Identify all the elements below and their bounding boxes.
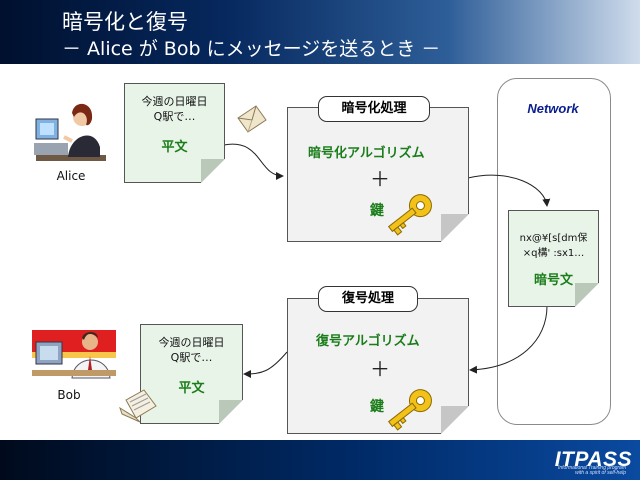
encryption-algorithm: 暗号化アルゴリズム — [308, 146, 425, 161]
key-icon — [387, 389, 432, 431]
decryption-plus: ＋ — [370, 357, 390, 381]
ciphertext-note: nx@¥[s[dm保 ×q構' :sx1… 暗号文 — [508, 210, 599, 307]
decryption-algorithm: 復号アルゴリズム — [316, 334, 420, 349]
ciphertext-line1: nx@¥[s[dm保 — [519, 233, 588, 244]
itpass-logo: ITPASS — [554, 448, 632, 471]
decryption-process-box — [287, 298, 469, 434]
logo-sub-line1: Informational Training program — [558, 465, 626, 471]
bob-plaintext-title: 平文 — [178, 381, 205, 396]
decryption-key-label: 鍵 — [370, 399, 384, 415]
key-icon — [387, 194, 432, 236]
arrow-decrypt-to-bob — [243, 351, 288, 378]
arrow-network-to-decrypt — [469, 305, 548, 374]
arrow-alice-to-encrypt — [223, 143, 284, 180]
page-subtitle: － Alice が Bob にメッセージを送るとき － — [62, 38, 441, 60]
itpass-logo-subtext: Informational Training program with a sp… — [558, 466, 626, 476]
arrow-encrypt-to-network — [467, 174, 551, 207]
ciphertext-title: 暗号文 — [533, 273, 573, 288]
bob-plaintext-line2: Q駅で… — [170, 351, 213, 364]
ciphertext-line2: ×q構' :sx1… — [522, 248, 585, 259]
encryption-process-label: 暗号化処理 — [318, 96, 430, 122]
note-fold — [201, 159, 225, 183]
network-label: Network — [527, 101, 579, 116]
note-fold — [219, 400, 243, 424]
bob-plaintext-line1: 今週の日曜日 — [158, 336, 225, 349]
open-letter-icon — [119, 389, 157, 423]
envelope-icon — [237, 105, 267, 133]
header-bar — [0, 0, 640, 64]
box-fold — [441, 214, 469, 242]
alice-plaintext-line2: Q駅で… — [153, 110, 196, 123]
page-title: 暗号化と復号 — [62, 10, 188, 34]
encryption-key-label: 鍵 — [370, 203, 384, 219]
box-fold — [441, 406, 469, 434]
bob-illustration — [32, 330, 116, 380]
decryption-process-label: 復号処理 — [318, 286, 418, 312]
encryption-process-box — [287, 107, 469, 242]
encryption-plus: ＋ — [370, 167, 390, 191]
bob-plaintext-note: 今週の日曜日 Q駅で… 平文 — [140, 324, 243, 424]
alice-plaintext-note: 今週の日曜日 Q駅で… 平文 — [124, 83, 225, 183]
logo-sub-line2: with a spirit of self-help — [575, 470, 626, 476]
note-fold — [575, 283, 599, 307]
alice-plaintext-line1: 今週の日曜日 — [141, 95, 208, 108]
alice-plaintext-title: 平文 — [161, 140, 188, 155]
bob-name: Bob — [57, 388, 81, 402]
footer-bar — [0, 440, 640, 480]
alice-illustration — [34, 97, 106, 167]
alice-name: Alice — [56, 169, 86, 183]
